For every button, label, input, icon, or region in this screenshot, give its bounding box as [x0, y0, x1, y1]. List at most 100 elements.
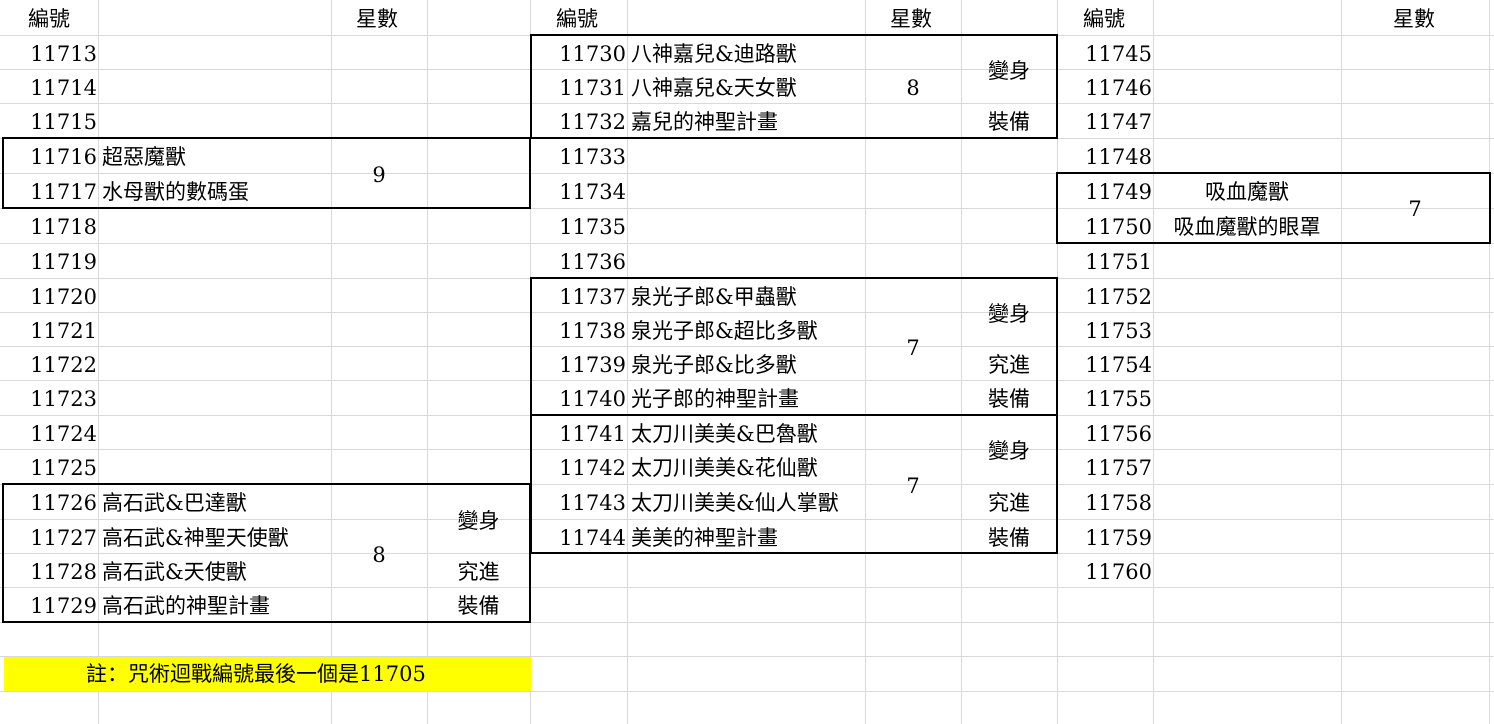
group-border [2, 137, 531, 209]
cell-name[interactable]: 高石武的神聖計畫 [102, 594, 270, 618]
header-stars[interactable]: 星數 [1393, 7, 1435, 31]
cell-type[interactable]: 究進 [988, 491, 1030, 515]
gridline [961, 0, 962, 724]
cell-number[interactable]: 11746 [1085, 76, 1152, 100]
cell-number[interactable]: 11754 [1085, 353, 1152, 377]
cell-name[interactable]: 泉光子郎&甲蟲獸 [631, 285, 797, 309]
cell-name[interactable]: 泉光子郎&比多獸 [631, 353, 797, 377]
cell-type[interactable]: 變身 [988, 439, 1030, 463]
cell-name[interactable]: 太刀川美美&花仙獸 [631, 456, 818, 480]
header-number[interactable]: 編號 [1083, 7, 1125, 31]
cell-number[interactable]: 11733 [559, 145, 626, 169]
cell-number[interactable]: 11741 [559, 422, 626, 446]
cell-number[interactable]: 11728 [30, 560, 97, 584]
cell-name[interactable]: 吸血魔獸 [1205, 180, 1289, 204]
cell-number[interactable]: 11721 [30, 319, 97, 343]
note-cell[interactable]: 註：咒術迴戰編號最後一個是11705 [4, 657, 531, 691]
cell-number[interactable]: 11739 [559, 353, 626, 377]
cell-name[interactable]: 高石武&神聖天使獸 [102, 526, 289, 550]
cell-number[interactable]: 11727 [30, 526, 97, 550]
cell-type[interactable]: 究進 [988, 353, 1030, 377]
cell-name[interactable]: 吸血魔獸的眼罩 [1173, 215, 1321, 239]
cell-number[interactable]: 11736 [559, 250, 626, 274]
gridline [427, 0, 428, 724]
cell-stars[interactable]: 8 [906, 76, 920, 100]
cell-number[interactable]: 11724 [30, 422, 97, 446]
cell-type[interactable]: 裝備 [988, 526, 1030, 550]
cell-type[interactable]: 裝備 [988, 387, 1030, 411]
cell-number[interactable]: 11735 [559, 215, 626, 239]
cell-number[interactable]: 11717 [30, 180, 97, 204]
cell-number[interactable]: 11723 [30, 387, 97, 411]
cell-number[interactable]: 11731 [559, 76, 626, 100]
cell-number[interactable]: 11729 [30, 594, 97, 618]
cell-number[interactable]: 11740 [559, 387, 626, 411]
cell-name[interactable]: 水母獸的數碼蛋 [102, 180, 249, 204]
cell-type[interactable]: 變身 [988, 59, 1030, 83]
cell-type[interactable]: 究進 [457, 560, 500, 584]
cell-stars[interactable]: 9 [372, 163, 386, 187]
cell-number[interactable]: 11744 [559, 526, 626, 550]
cell-number[interactable]: 11760 [1085, 560, 1152, 584]
cell-type[interactable]: 變身 [988, 302, 1030, 326]
cell-stars[interactable]: 7 [906, 474, 920, 498]
header-number[interactable]: 編號 [28, 7, 70, 31]
cell-stars[interactable]: 7 [906, 336, 920, 360]
cell-number[interactable]: 11714 [30, 76, 97, 100]
cell-name[interactable]: 八神嘉兒&天女獸 [631, 76, 797, 100]
cell-name[interactable]: 嘉兒的神聖計畫 [631, 110, 778, 134]
header-stars[interactable]: 星數 [890, 7, 932, 31]
cell-number[interactable]: 11753 [1085, 319, 1152, 343]
cell-name[interactable]: 太刀川美美&巴魯獸 [631, 422, 818, 446]
cell-number[interactable]: 11743 [559, 491, 626, 515]
cell-name[interactable]: 八神嘉兒&迪路獸 [631, 42, 797, 66]
gridline [0, 380, 1494, 381]
gridline [1489, 0, 1490, 724]
cell-number[interactable]: 11730 [559, 42, 626, 66]
cell-number[interactable]: 11722 [30, 353, 97, 377]
cell-number[interactable]: 11718 [30, 215, 97, 239]
header-number[interactable]: 編號 [556, 7, 598, 31]
cell-name[interactable]: 太刀川美美&仙人掌獸 [631, 491, 839, 515]
cell-stars[interactable]: 7 [1408, 197, 1422, 221]
cell-name[interactable]: 光子郎的神聖計畫 [631, 387, 799, 411]
cell-number[interactable]: 11751 [1085, 250, 1152, 274]
cell-number[interactable]: 11737 [559, 285, 626, 309]
cell-type[interactable]: 裝備 [457, 594, 500, 618]
cell-number[interactable]: 11750 [1085, 215, 1152, 239]
cell-type[interactable]: 變身 [457, 509, 500, 533]
cell-name[interactable]: 高石武&巴達獸 [102, 491, 247, 515]
cell-number[interactable]: 11716 [30, 145, 97, 169]
cell-number[interactable]: 11732 [559, 110, 626, 134]
header-stars[interactable]: 星數 [356, 7, 398, 31]
cell-number[interactable]: 11759 [1085, 526, 1152, 550]
cell-number[interactable]: 11738 [559, 319, 626, 343]
cell-number[interactable]: 11745 [1085, 42, 1152, 66]
cell-name[interactable]: 泉光子郎&超比多獸 [631, 319, 818, 343]
cell-number[interactable]: 11742 [559, 456, 626, 480]
cell-number[interactable]: 11756 [1085, 422, 1152, 446]
cell-name[interactable]: 高石武&天使獸 [102, 560, 247, 584]
gridline [0, 587, 1494, 588]
cell-number[interactable]: 11755 [1085, 387, 1152, 411]
cell-number[interactable]: 11726 [30, 491, 97, 515]
cell-number[interactable]: 11752 [1085, 285, 1152, 309]
cell-number[interactable]: 11748 [1085, 145, 1152, 169]
cell-name[interactable]: 美美的神聖計畫 [631, 526, 778, 550]
cell-number[interactable]: 11758 [1085, 491, 1152, 515]
cell-number[interactable]: 11719 [30, 250, 97, 274]
cell-number[interactable]: 11734 [559, 180, 626, 204]
cell-type[interactable]: 裝備 [988, 110, 1030, 134]
group-border [530, 414, 1058, 554]
cell-number[interactable]: 11715 [30, 110, 97, 134]
cell-number[interactable]: 11725 [30, 456, 97, 480]
cell-number[interactable]: 11749 [1085, 180, 1152, 204]
cell-number[interactable]: 11757 [1085, 456, 1152, 480]
cell-name[interactable]: 超惡魔獸 [102, 145, 186, 169]
cell-number[interactable]: 11720 [30, 285, 97, 309]
gridline [0, 103, 1494, 104]
cell-stars[interactable]: 8 [372, 543, 386, 567]
cell-number[interactable]: 11713 [30, 42, 97, 66]
cell-number[interactable]: 11747 [1085, 110, 1152, 134]
